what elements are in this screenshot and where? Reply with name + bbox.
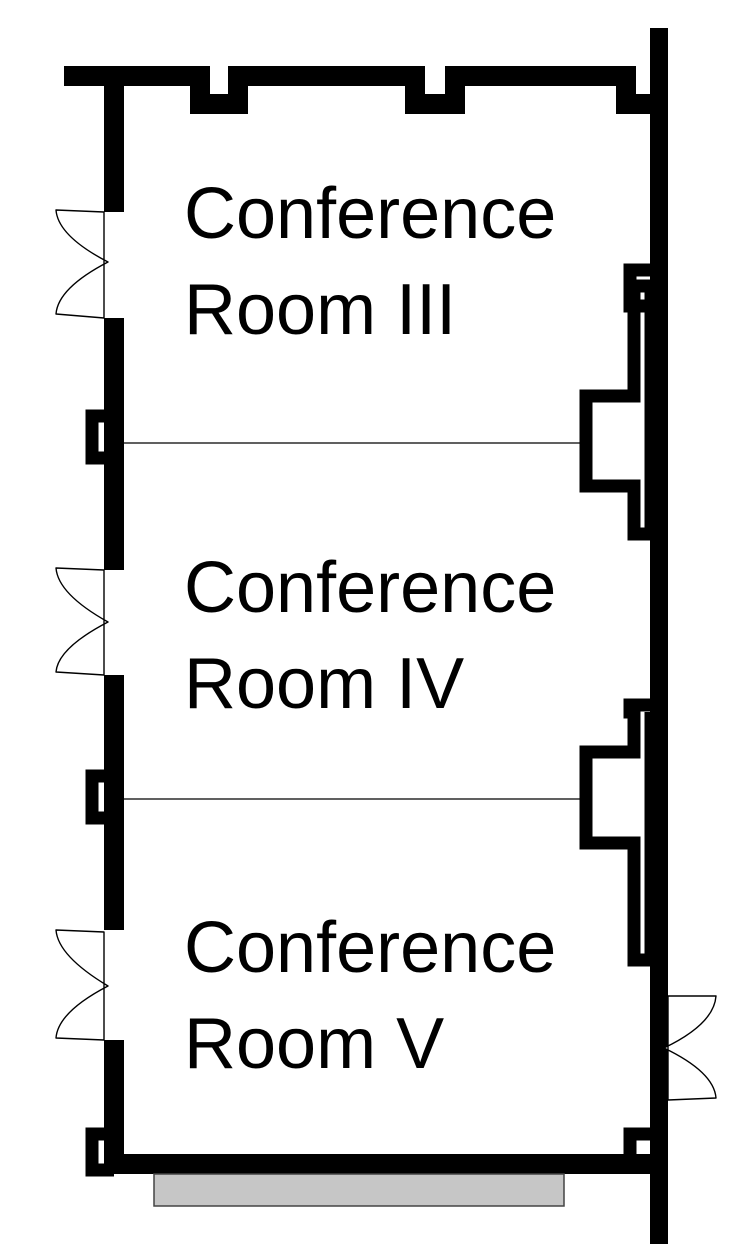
- room-5-label-line1: Conference: [184, 908, 556, 988]
- room-3-label-line2: Room III: [184, 270, 456, 350]
- pilaster-left-3: [85, 1127, 114, 1177]
- room-5-label-line2: Room V: [184, 1004, 444, 1084]
- inner-wall-right-upper: [579, 263, 651, 541]
- door-left-room-5: [55, 929, 109, 1041]
- room-4-label-line1: Conference: [184, 548, 556, 628]
- inner-wall-right-lower: [579, 698, 651, 967]
- door-left-room-4: [55, 567, 109, 676]
- door-right-room-5: [663, 995, 717, 1101]
- wall-top: [64, 66, 651, 114]
- room-3-label-line1: Conference: [184, 174, 556, 254]
- door-left-room-3: [55, 209, 109, 319]
- pilaster-left-2: [85, 769, 114, 825]
- pilaster-right-bottom: [623, 1127, 659, 1164]
- room-4-label-line2: Room IV: [184, 644, 464, 724]
- pilaster-left-1: [85, 409, 114, 465]
- platform: [153, 1173, 565, 1207]
